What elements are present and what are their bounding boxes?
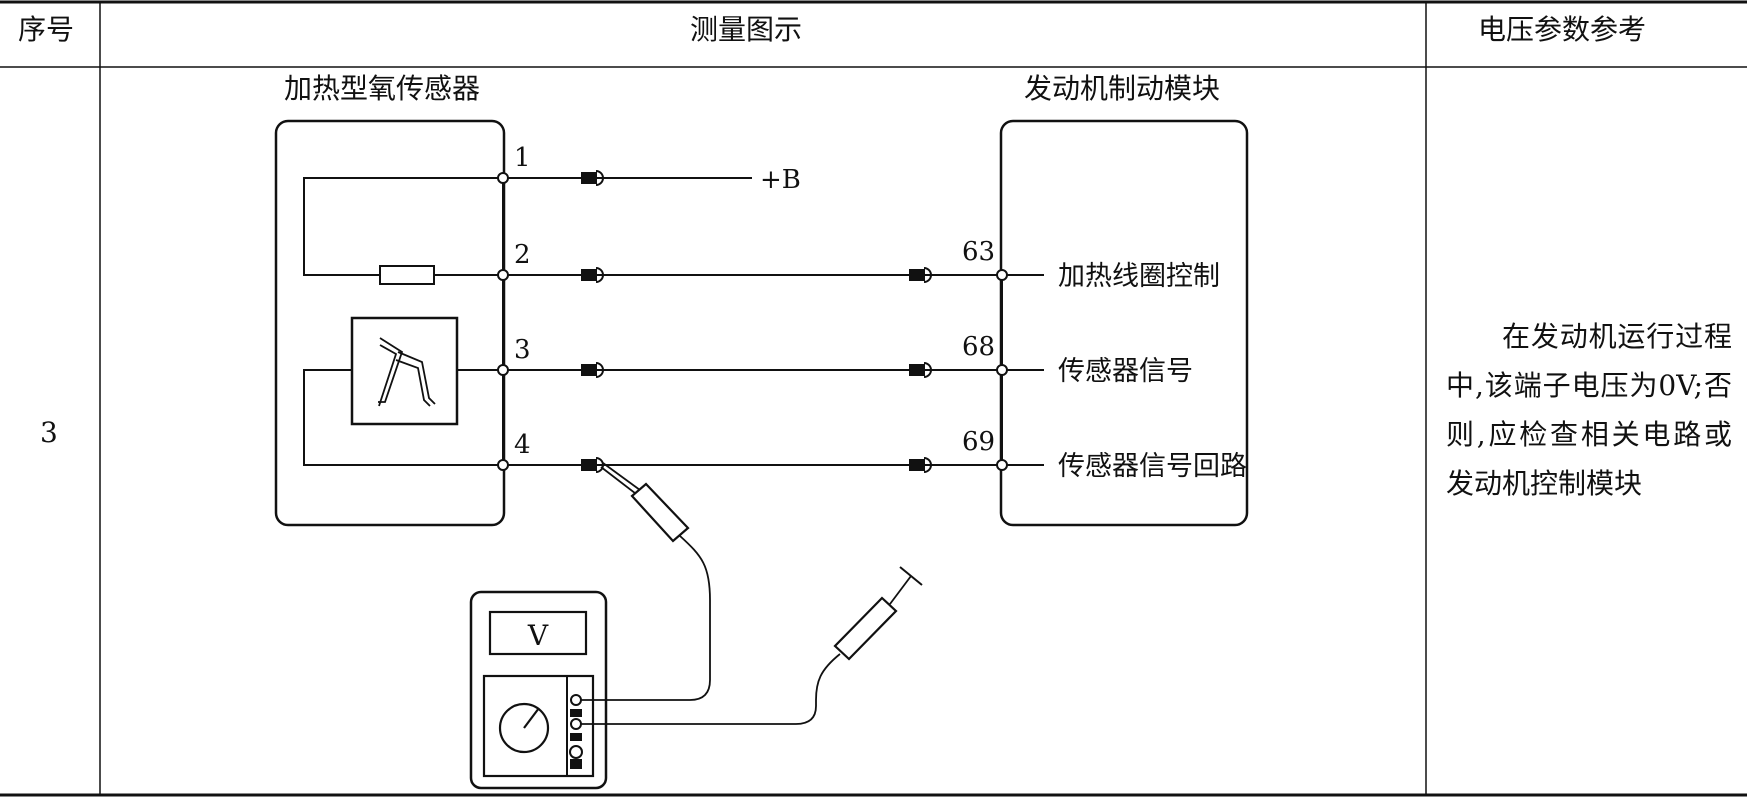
sensing-element-box xyxy=(350,316,459,426)
measurement-probe-2 xyxy=(576,566,923,725)
heater-control-label: 加热线圈控制 xyxy=(1058,261,1220,292)
connector-icon xyxy=(581,267,604,283)
sensor-pin-4-terminal xyxy=(497,459,509,471)
module-side-connectors xyxy=(909,267,932,473)
measurement-probe-1 xyxy=(576,462,711,701)
module-pin-69-terminal xyxy=(996,459,1008,471)
module-pin-68-label: 68 xyxy=(962,332,995,362)
sensor-return-label: 传感器信号回路 xyxy=(1058,451,1247,482)
dial-icon xyxy=(498,702,550,754)
connector-icon xyxy=(581,170,604,186)
header-index: 序号 xyxy=(18,13,75,46)
connector-icon xyxy=(581,362,604,378)
sensor-pin-2-label: 2 xyxy=(514,240,531,270)
sensor-pin-4-label: 4 xyxy=(514,430,531,460)
voltmeter: V xyxy=(469,590,608,790)
voltage-note: 在发动机运行过程中,该端子电压为0V;否则,应检查相关电路或发动机控制模块 xyxy=(1446,320,1732,500)
connector-icon xyxy=(581,457,604,473)
sensor-pin-2-terminal xyxy=(497,269,509,281)
module-pin-63-label: 63 xyxy=(962,237,995,267)
sensor-title: 加热型氧传感器 xyxy=(284,72,480,105)
sensor-pin-1-label: 1 xyxy=(514,143,531,173)
module-pin-63-terminal xyxy=(996,269,1008,281)
connector-icon xyxy=(909,457,932,473)
sensor-side-connectors xyxy=(581,170,604,473)
voltmeter-body xyxy=(469,590,608,790)
row-index: 3 xyxy=(40,416,58,449)
voltmeter-display-label: V xyxy=(527,619,549,652)
voltmeter-dial-area xyxy=(483,675,568,777)
header-voltage-reference: 电压参数参考 xyxy=(1478,13,1647,46)
supply-label: +B xyxy=(760,165,801,195)
module-pin-68-terminal xyxy=(996,364,1008,376)
module-pin-69-label: 69 xyxy=(962,427,995,457)
heater-wire xyxy=(303,177,503,276)
connector-icon xyxy=(909,267,932,283)
sensor-signal-label: 传感器信号 xyxy=(1058,356,1193,387)
voltmeter-jacks xyxy=(569,694,583,769)
sensor-pin-3-label: 3 xyxy=(514,335,531,365)
heater-resistor-icon xyxy=(379,265,435,285)
sensor-pin-1-terminal xyxy=(497,172,509,184)
dial-needle xyxy=(523,707,540,729)
signal-return-internal-wire xyxy=(303,369,503,466)
module-title: 发动机制动模块 xyxy=(1024,72,1220,105)
sensor-pin-3-terminal xyxy=(497,364,509,376)
header-diagram: 测量图示 xyxy=(690,13,803,46)
connector-icon xyxy=(909,362,932,378)
voltmeter-display xyxy=(488,610,588,656)
sensing-element-icon xyxy=(378,337,436,407)
